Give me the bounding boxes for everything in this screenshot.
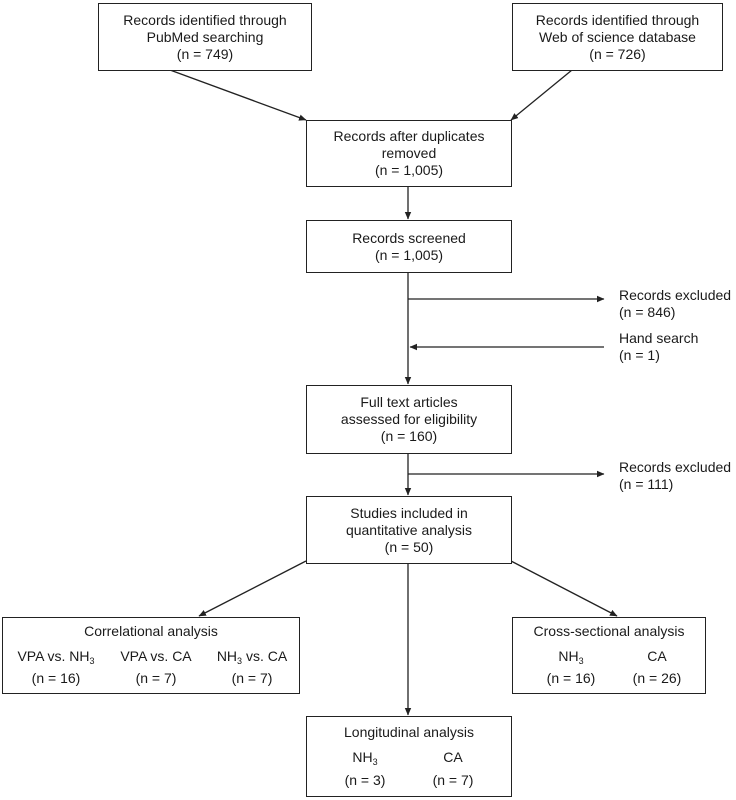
excluded2-line1: Records excluded [619,459,732,475]
dedup-box: Records after duplicates removed (n = 1,… [306,120,512,187]
col-label: CA [647,648,667,664]
correlational-box: Correlational analysis VPA vs. NH3 (n = … [2,617,300,694]
col-label: VPA vs. CA [120,648,192,664]
cross-sectional-title: Cross-sectional analysis [533,623,685,639]
cross-col-ca: CA (n = 26) [619,648,695,687]
included-box: Studies included in quantitative analysi… [306,496,512,564]
included-count: (n = 50) [384,538,434,555]
col-label: NH3 vs. CA [216,648,288,666]
included-line1: Studies included in [350,504,468,521]
col-label: NH3 [352,749,378,767]
arrow-to-correlational [198,560,307,617]
arrow-wos-to-dedup [510,69,573,121]
arrow-pubmed-to-dedup [169,69,307,121]
longitudinal-box: Longitudinal analysis NH3 (n = 3) CA (n … [306,716,512,797]
fulltext-line1: Full text articles [360,394,458,410]
correlational-title: Correlational analysis [84,623,218,639]
col-count: (n = 7) [231,670,273,686]
correlational-col-nh3-ca: NH3 vs. CA (n = 7) [204,648,300,687]
hand-search-label: Hand search (n = 1) [619,330,698,364]
excluded1-label: Records excluded (n = 846) [619,287,731,321]
col-count: (n = 26) [632,670,682,686]
dedup-line2: removed [381,145,437,161]
pubmed-count: (n = 749) [176,45,234,62]
excluded1-count: (n = 846) [619,304,676,320]
longitudinal-col-ca: CA (n = 7) [415,749,491,789]
correlational-col-vpa-nh3: VPA vs. NH3 (n = 16) [6,648,106,687]
hand-count: (n = 1) [619,347,660,363]
included-line2: quantitative analysis [345,521,473,538]
wos-count: (n = 726) [589,45,646,62]
col-count: (n = 7) [432,772,474,788]
excluded1-line1: Records excluded [619,287,732,303]
cross-sectional-box: Cross-sectional analysis NH3 (n = 16) CA… [512,617,706,694]
longitudinal-title: Longitudinal analysis [344,724,474,740]
col-label: CA [443,749,463,765]
excluded2-label: Records excluded (n = 111) [619,459,731,493]
screened-line1: Records screened [352,229,466,246]
correlational-col-vpa-ca: VPA vs. CA (n = 7) [110,648,202,687]
fulltext-count: (n = 160) [380,428,438,444]
wos-line2: Web of science database [539,28,696,45]
col-count: (n = 16) [31,670,81,686]
wos-line1: Records identified through [535,11,700,28]
pubmed-box: Records identified through PubMed search… [98,3,312,71]
dedup-line1: Records after duplicates [333,128,485,144]
arrow-to-cross-sectional [510,560,618,617]
longitudinal-col-nh3: NH3 (n = 3) [327,749,403,789]
wos-box: Records identified through Web of scienc… [512,3,723,71]
col-count: (n = 3) [344,772,386,788]
pubmed-line2: PubMed searching [146,28,264,45]
col-count: (n = 16) [546,670,596,686]
fulltext-box: Full text articles assessed for eligibil… [306,385,512,454]
col-label: VPA vs. NH3 [17,648,95,666]
screened-count: (n = 1,005) [374,246,444,263]
col-count: (n = 7) [135,670,177,686]
cross-col-nh3: NH3 (n = 16) [533,648,609,687]
screened-box: Records screened (n = 1,005) [306,220,512,273]
col-label: NH3 [558,648,584,666]
hand-line1: Hand search [619,330,699,346]
fulltext-line2: assessed for eligibility [340,411,478,427]
dedup-count: (n = 1,005) [374,162,444,178]
excluded2-count: (n = 111) [619,476,674,492]
pubmed-line1: Records identified through [123,11,287,28]
